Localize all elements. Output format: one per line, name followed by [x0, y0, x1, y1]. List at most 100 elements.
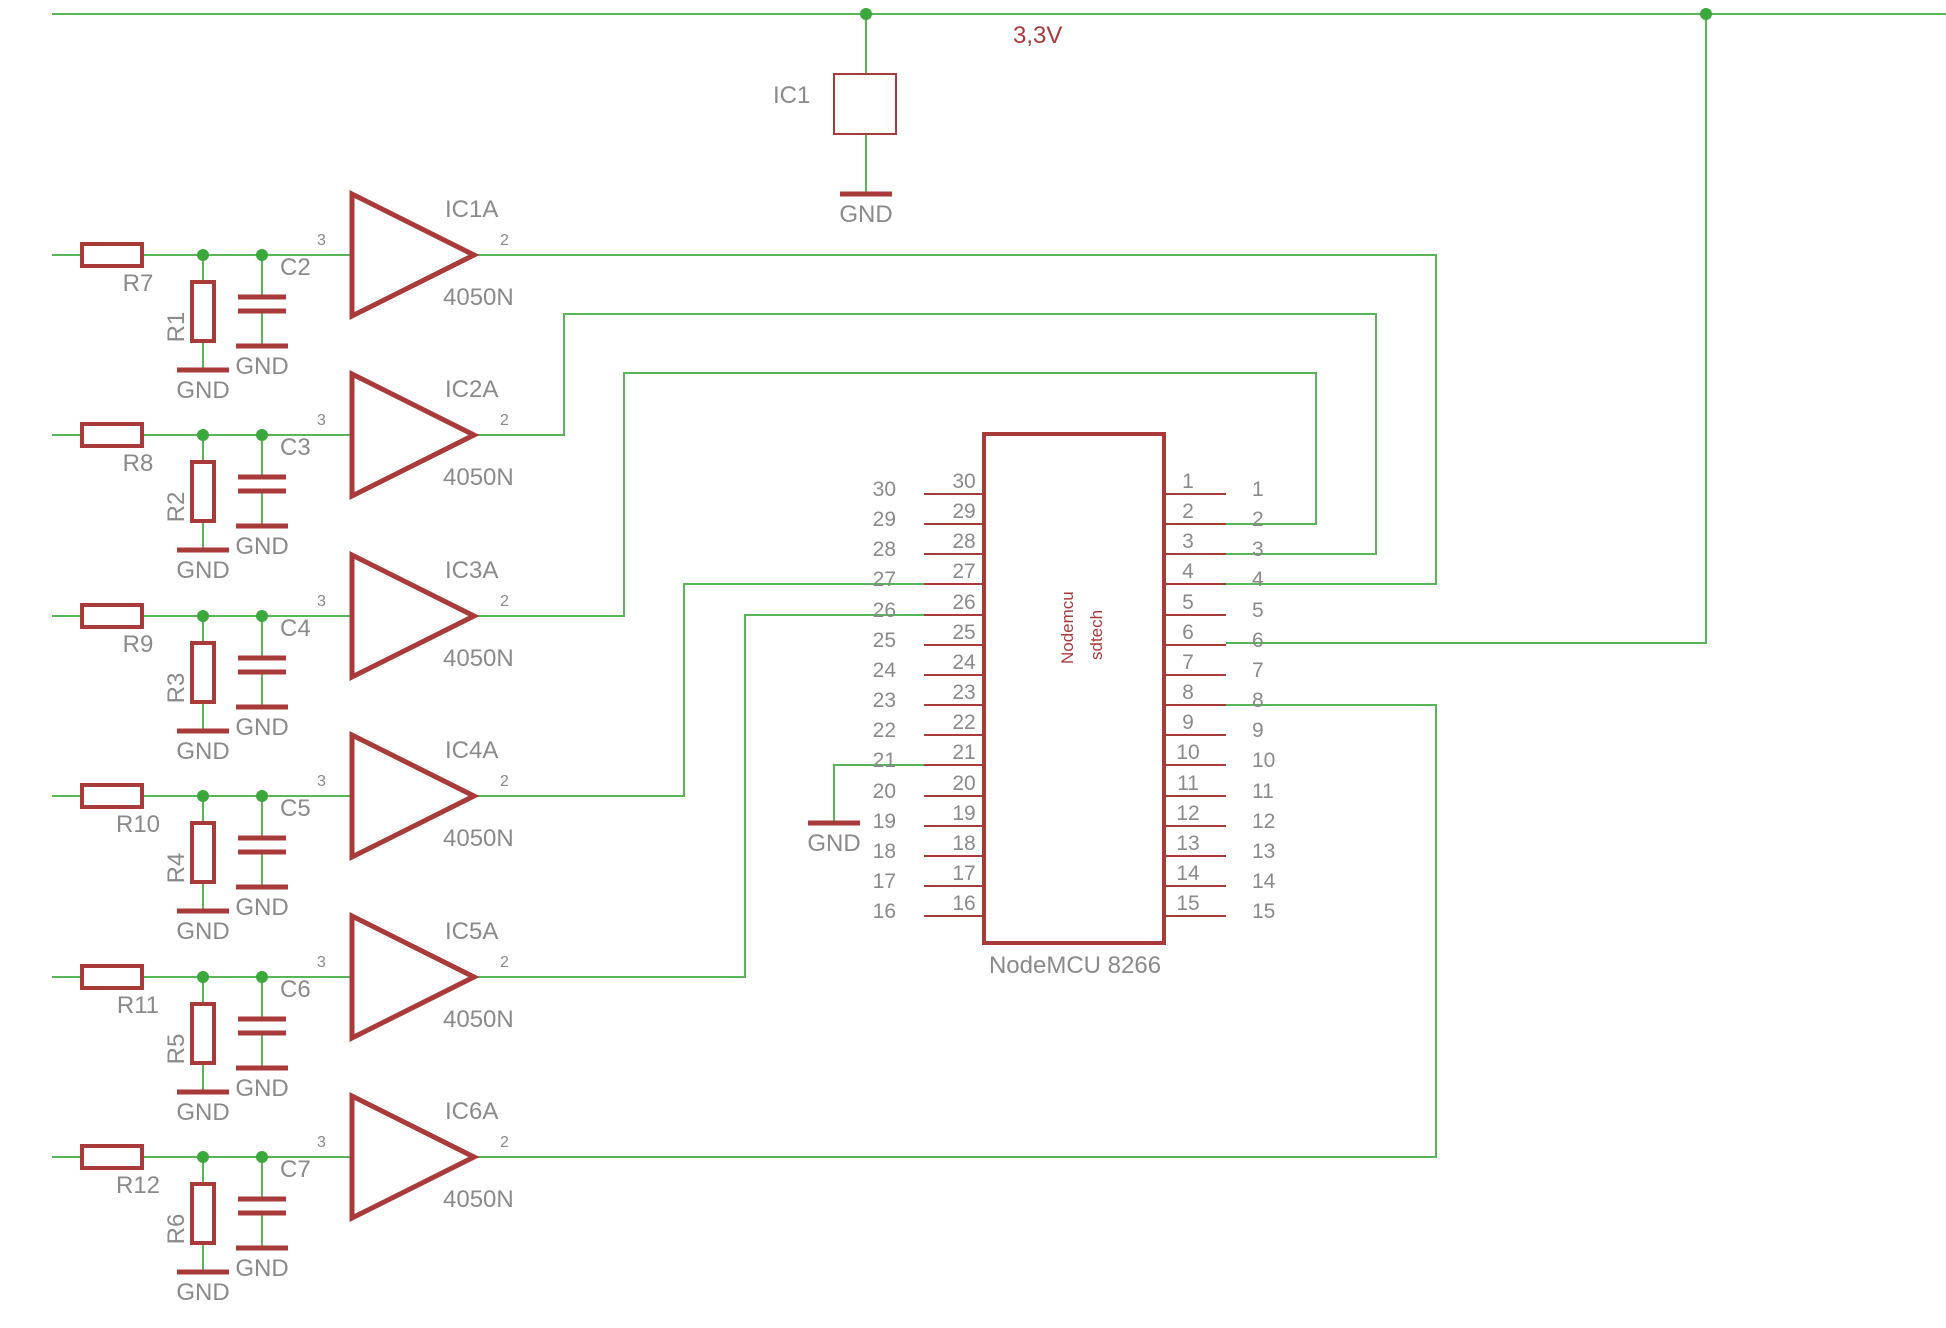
mcu-pin-11-outer: 11 — [1252, 780, 1274, 803]
wire-ic4a-to-mcu-pin27 — [533, 583, 924, 797]
channel-6-series-resistor — [80, 1144, 144, 1170]
channel-4-buffer-name: IC4A — [445, 737, 498, 764]
wire-mcu-pin21-gnd — [833, 764, 924, 822]
mcu-pin-5-inner: 5 — [1182, 591, 1194, 614]
channel-2-buffer-name: IC2A — [445, 376, 498, 403]
mcu-pin-19-inner: 19 — [952, 802, 975, 825]
mcu-pin-18-inner: 18 — [952, 832, 975, 855]
channel-1-cap-gnd-label: GND — [235, 353, 288, 380]
channel-1-series-resistor-label: R7 — [123, 270, 154, 297]
mcu-pin-9-outer: 9 — [1252, 719, 1264, 742]
mcu-pin-10-outer: 10 — [1252, 749, 1275, 772]
mcu-pin-30-outer: 30 — [873, 478, 896, 501]
channel-3-series-resistor — [80, 603, 144, 629]
junction-dot — [197, 1151, 209, 1163]
junction-dot — [256, 249, 268, 261]
channel-5-shunt-resistor — [190, 1002, 216, 1065]
channel-1-shunt-gnd-label: GND — [176, 377, 229, 404]
junction-dot — [197, 249, 209, 261]
channel-3-series-resistor-label: R9 — [123, 631, 154, 658]
mcu-pin-30-inner: 30 — [952, 470, 975, 493]
labels: 3,3VIC1GNDR73GNDR1GNDC2IC1A4050N2R83GNDR… — [116, 22, 1276, 1306]
channel-3-shunt-gnd-label: GND — [176, 738, 229, 765]
channel-2-series-resistor — [80, 422, 144, 448]
junction-dot — [256, 429, 268, 441]
channel-5-buffer-part: 4050N — [443, 1006, 514, 1033]
junction-dot — [1700, 8, 1712, 20]
junctions — [197, 8, 1712, 1163]
mcu-body — [982, 432, 1166, 945]
mcu-pin-14-outer: 14 — [1252, 870, 1276, 893]
channel-6-capacitor-label: C7 — [280, 1156, 311, 1183]
channel-6-pin-in: 3 — [317, 1134, 326, 1151]
channel-4-cap-gnd-label: GND — [235, 894, 288, 921]
mcu-pin-3-outer: 3 — [1252, 538, 1264, 561]
mcu-pin-25-inner: 25 — [952, 621, 975, 644]
channel-5-shunt-gnd-label: GND — [176, 1099, 229, 1126]
junction-dot — [197, 610, 209, 622]
mcu-pin-7-outer: 7 — [1252, 659, 1264, 682]
channel-5-series-resistor — [80, 964, 144, 990]
channel-3-pin-in: 3 — [317, 593, 326, 610]
channel-6-shunt-resistor — [190, 1182, 216, 1245]
mcu-pin-1-outer: 1 — [1252, 478, 1264, 501]
mcu-pin-18-outer: 18 — [873, 840, 896, 863]
channel-4-pin-in: 3 — [317, 773, 326, 790]
mcu-pin-23-outer: 23 — [873, 689, 896, 712]
mcu-pin-28-outer: 28 — [873, 538, 896, 561]
wire-ic1a-to-mcu-pin4 — [533, 254, 1437, 585]
mcu-pin-17-outer: 17 — [873, 870, 896, 893]
mcu-pin-13-inner: 13 — [1176, 832, 1199, 855]
mcu-pin-17-inner: 17 — [952, 862, 975, 885]
channel-4-buffer-part: 4050N — [443, 825, 514, 852]
mcu-pin-12-outer: 12 — [1252, 810, 1275, 833]
channel-1-buffer-name: IC1A — [445, 196, 498, 223]
wire-ic2a-to-mcu-pin3 — [533, 313, 1377, 555]
mcu-pin-2-inner: 2 — [1182, 500, 1194, 523]
junction-dot — [197, 790, 209, 802]
mcu-pin-26-inner: 26 — [952, 591, 975, 614]
junction-dot — [197, 971, 209, 983]
channel-2-capacitor-label: C3 — [280, 434, 311, 461]
mcu-pin-22-outer: 22 — [873, 719, 896, 742]
regulator-name: IC1 — [773, 82, 810, 109]
channel-1-pin-out: 2 — [500, 232, 509, 249]
channel-5-buffer-triangle — [349, 911, 480, 1043]
channel-4-shunt-gnd-label: GND — [176, 918, 229, 945]
regulator-gnd-label: GND — [839, 201, 892, 228]
mcu-name: NodeMCU 8266 — [989, 952, 1161, 979]
channel-6-cap-gnd-label: GND — [235, 1255, 288, 1282]
supply-net-label: 3,3V — [1013, 22, 1062, 49]
mcu-pin-29-outer: 29 — [873, 508, 896, 531]
mcu-pin-4-inner: 4 — [1182, 560, 1194, 583]
regulator-body — [833, 73, 897, 135]
channel-6-buffer-triangle — [349, 1091, 480, 1223]
mcu-pin-7-inner: 7 — [1182, 651, 1194, 674]
mcu-pin-10-inner: 10 — [1176, 741, 1199, 764]
channel-3-shunt-resistor — [190, 641, 216, 704]
channel-3-shunt-resistor-label: R3 — [163, 673, 190, 704]
mcu-pin-27-outer: 27 — [873, 568, 896, 591]
channel-5-cap-gnd-label: GND — [235, 1075, 288, 1102]
junction-dot — [256, 790, 268, 802]
mcu-pin-11-inner: 11 — [1177, 772, 1199, 795]
channel-6-shunt-resistor-label: R6 — [163, 1214, 190, 1245]
mcu-pin-21-outer: 21 — [873, 749, 896, 772]
channel-2-buffer-part: 4050N — [443, 464, 514, 491]
mcu-pin-28-inner: 28 — [952, 530, 975, 553]
channel-2-buffer-triangle — [349, 369, 480, 501]
wire-3v3-to-mcu — [1226, 14, 1707, 644]
mcu-pin-23-inner: 23 — [952, 681, 975, 704]
mcu-pin-6-inner: 6 — [1182, 621, 1194, 644]
mcu-pin-22-inner: 22 — [952, 711, 975, 734]
mcu-pin-14-inner: 14 — [1176, 862, 1200, 885]
mcu-pin-24-outer: 24 — [873, 659, 897, 682]
channel-5-pin-in: 3 — [317, 954, 326, 971]
channel-4-pin-out: 2 — [500, 773, 509, 790]
mcu-pin-20-inner: 20 — [952, 772, 975, 795]
mcu-pin-9-inner: 9 — [1182, 711, 1194, 734]
channel-4-series-resistor — [80, 783, 144, 809]
channel-5-pin-out: 2 — [500, 954, 509, 971]
wire-ic5a-to-mcu-pin26 — [533, 614, 924, 978]
